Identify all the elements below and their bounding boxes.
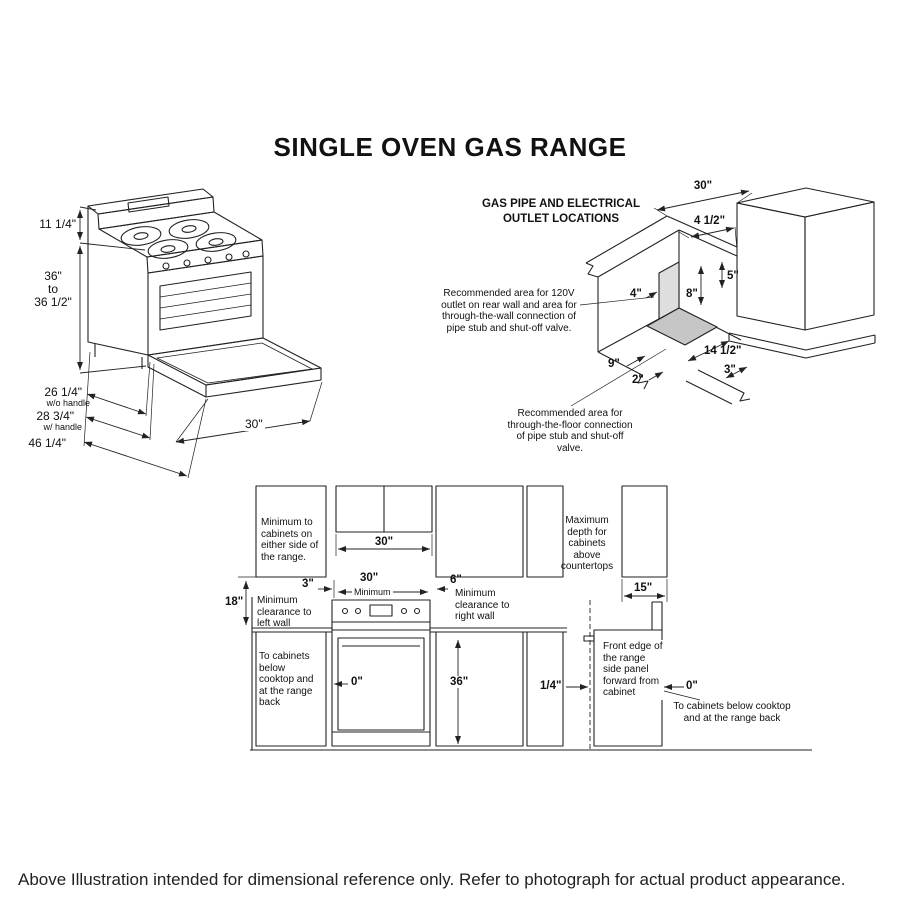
right-floor-break [685, 369, 751, 405]
gas-wall-note: Recommended area for 120V outlet on rear… [441, 288, 577, 334]
back-wall-top-inner [597, 229, 680, 278]
cabinet-layout-drawing [238, 485, 812, 752]
layout-below-cooktop-left-note: To cabinets below cooktop and at the ran… [259, 651, 314, 708]
cooktop-surface [98, 211, 263, 258]
range-dimension-lines [77, 206, 323, 479]
gas-dim-5: 5" [727, 270, 739, 282]
footer-disclaimer: Above Illustration intended for dimensio… [18, 870, 846, 889]
control-display [127, 196, 170, 213]
open-door-side [147, 355, 207, 398]
layout-dim-36: 36" [448, 676, 471, 688]
layout-max-depth-note: Maximum depth for cabinets above counter… [560, 515, 614, 572]
open-door-inset [156, 342, 313, 384]
layout-dim-18: 18" [224, 596, 245, 608]
dim-backsplash-height: 11 1/4" [39, 217, 76, 231]
oven-cavity [159, 271, 252, 331]
base-cabinet-left [255, 631, 327, 747]
layout-right-wall-note: Minimum clearance to right wall [455, 588, 510, 622]
page-title: SINGLE OVEN GAS RANGE [273, 132, 627, 162]
range-legs [94, 344, 143, 369]
gas-dim-3: 3" [724, 364, 736, 376]
open-door-top [147, 337, 322, 386]
layout-front-edge-note: Front edge of the range side panel forwa… [602, 640, 664, 700]
left-side-panel [87, 206, 149, 356]
burner-grates [120, 219, 237, 259]
gas-dim-14-5: 14 1/2" [704, 345, 742, 357]
wall-break-zigzag [585, 262, 599, 278]
dim-range-height-top: 36" [44, 269, 62, 283]
gas-dim-9: 9" [608, 358, 620, 370]
layout-dim-0-left: 0" [351, 676, 363, 688]
layout-dim-30-min: 30" [358, 572, 381, 584]
gas-dimension-lines [570, 189, 753, 407]
gas-dim-4-5: 4 1/2" [694, 215, 726, 227]
layout-below-cooktop-right-note: To cabinets below cooktop and at the ran… [673, 701, 791, 724]
layout-dim-3: 3" [302, 578, 314, 590]
control-knobs [162, 250, 250, 270]
dim-depth-with-handle-note: w/ handle [43, 422, 82, 432]
countertop-right [430, 627, 567, 633]
upper-cabinet-right-a [435, 485, 524, 578]
oven-racks [159, 282, 252, 320]
range-front-view [331, 599, 431, 747]
dim-depth-no-handle-note: w/o handle [46, 398, 90, 408]
dim-depth-no-handle: 26 1/4" [44, 385, 82, 399]
gas-pipe-drawing [570, 187, 876, 407]
layout-side-cabinets-note: Minimum to cabinets on either side of th… [261, 517, 319, 563]
gas-dim-4: 4" [630, 288, 642, 300]
base-cabinet-right-b [526, 631, 564, 747]
wall-cabinet-box [728, 187, 876, 359]
dim-range-width: 30" [243, 417, 265, 431]
gas-heading-line1: GAS PIPE AND ELECTRICAL [481, 198, 641, 210]
floor-front-edge [597, 351, 649, 390]
open-door-front [205, 367, 322, 398]
side-view-upper-cabinet [621, 485, 668, 578]
side-view-dimensions [566, 579, 701, 701]
layout-dim-quarter: 1/4" [540, 680, 562, 692]
gas-heading-line2: OUTLET LOCATIONS [502, 213, 620, 225]
upper-cabinet-right-b [526, 485, 564, 578]
backsplash-top [87, 188, 214, 215]
floor-pipe-area [646, 307, 718, 346]
dim-depth-with-handle: 28 3/4" [36, 409, 74, 423]
layout-dim-30-cabinet: 30" [368, 536, 400, 548]
dim-depth-door-open: 46 1/4" [28, 436, 66, 450]
layout-dimension-lines [238, 534, 461, 744]
range-isometric-drawing [87, 188, 322, 398]
upper-cabinet-left [255, 485, 327, 578]
gas-floor-note: Recommended area for through-the-floor c… [507, 408, 633, 454]
base-cabinet-right-a [435, 631, 524, 747]
layout-dim-0-right: 0" [686, 680, 698, 692]
gas-dim-30: 30" [693, 180, 713, 192]
gas-dim-2: 2" [632, 374, 644, 386]
back-wall-top-outer [585, 215, 668, 264]
dim-range-height-bottom: 36 1/2" [34, 295, 72, 309]
gas-dim-8: 8" [686, 288, 698, 300]
dim-range-height-to: to [47, 282, 58, 296]
layout-dim-6: 6" [450, 574, 462, 586]
layout-minimum-word: Minimum [352, 587, 393, 597]
layout-dim-15: 15" [632, 582, 655, 594]
layout-left-wall-note: Minimum clearance to left wall [257, 595, 312, 629]
